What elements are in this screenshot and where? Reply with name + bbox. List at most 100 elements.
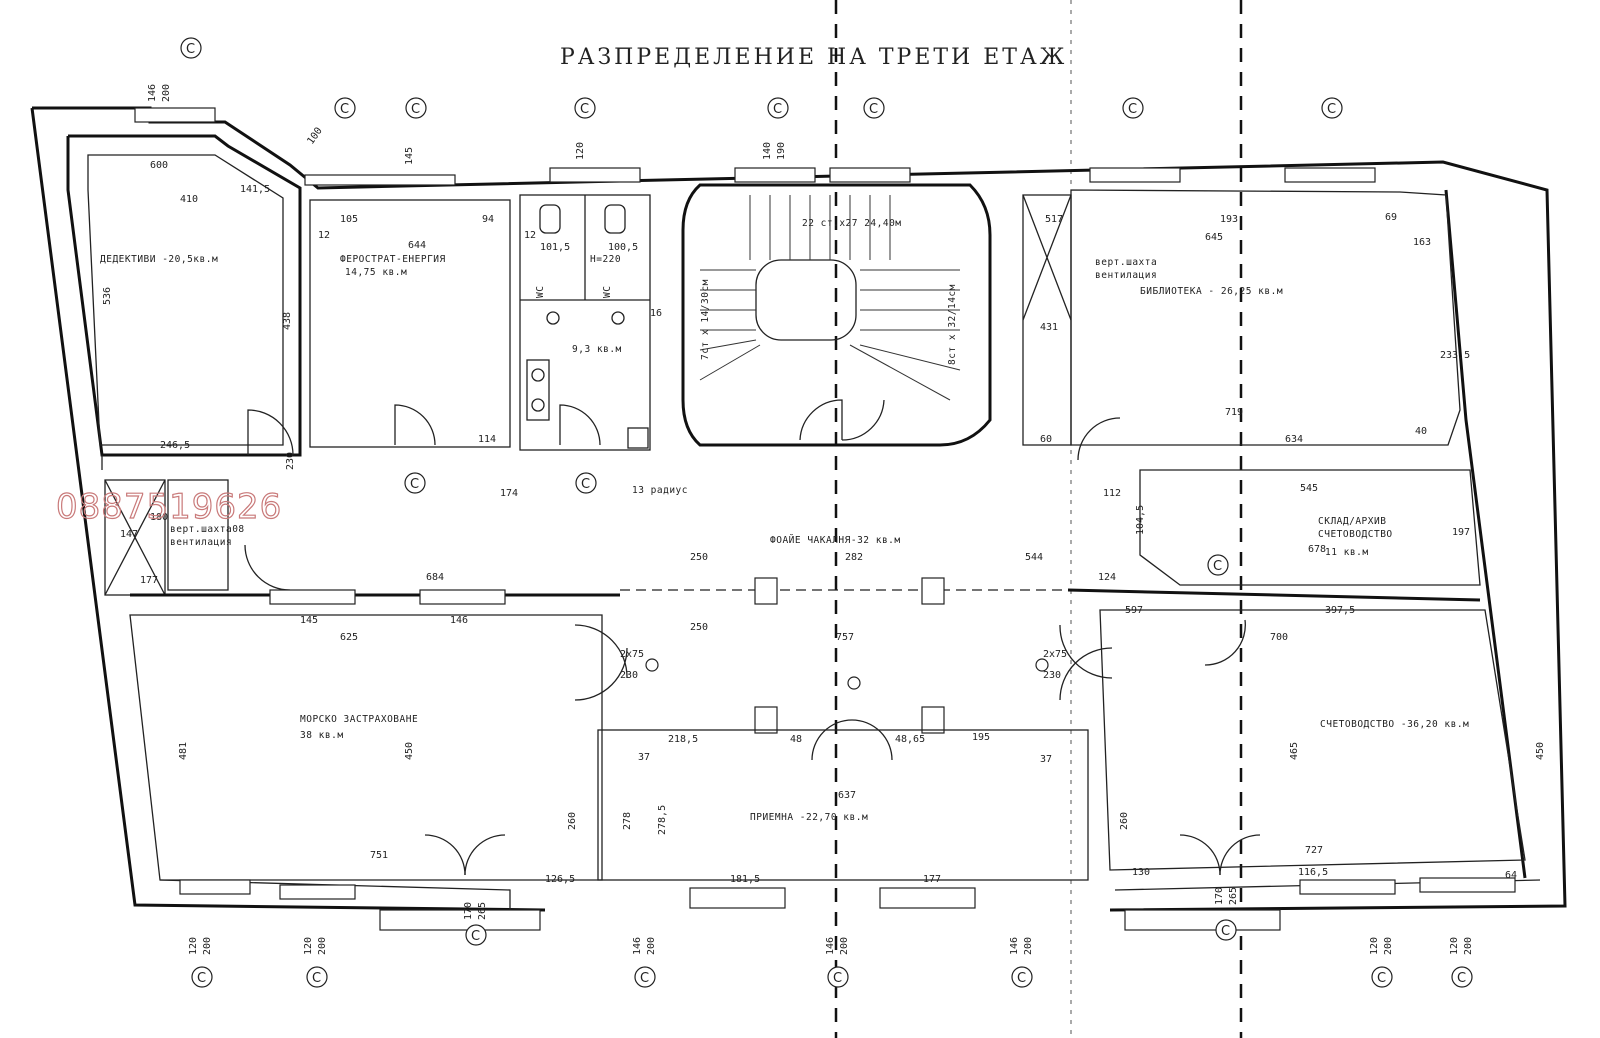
svg-text:450: 450 <box>1535 742 1546 760</box>
door-swings <box>244 399 1261 876</box>
svg-text:верт.шахта: верт.шахта <box>1095 257 1157 268</box>
svg-text:200: 200 <box>161 84 172 102</box>
svg-text:114: 114 <box>478 434 496 445</box>
svg-text:431: 431 <box>1040 322 1058 333</box>
marker-c-icon: C <box>827 966 849 988</box>
svg-text:38 кв.м: 38 кв.м <box>300 730 344 741</box>
svg-text:450: 450 <box>404 742 415 760</box>
svg-text:146: 146 <box>1009 937 1020 955</box>
svg-text:WC: WC <box>602 286 613 298</box>
svg-text:C: C <box>340 102 349 117</box>
svg-text:200: 200 <box>839 937 850 955</box>
dimension-labels: 146 200 100 145 120 140 190 600 410 141,… <box>102 84 1546 955</box>
svg-text:260: 260 <box>1119 812 1130 830</box>
svg-text:147: 147 <box>120 529 138 540</box>
marker-c-icon: C <box>1321 97 1343 119</box>
svg-text:64: 64 <box>1505 870 1517 881</box>
svg-text:200: 200 <box>317 937 328 955</box>
svg-text:145: 145 <box>404 147 415 165</box>
svg-text:250: 250 <box>690 552 708 563</box>
svg-text:181,5: 181,5 <box>730 874 760 885</box>
svg-text:МОРСКО ЗАСТРАХОВАНЕ: МОРСКО ЗАСТРАХОВАНЕ <box>300 714 418 725</box>
svg-text:48: 48 <box>790 734 802 745</box>
svg-text:163: 163 <box>1413 237 1431 248</box>
marker-c-icon: C <box>767 97 789 119</box>
svg-text:124: 124 <box>1098 572 1116 583</box>
room-accounting: СЧЕТОВОДСТВО -36,20 кв.м <box>1099 609 1526 871</box>
marker-c-icon: C <box>1122 97 1144 119</box>
marker-c-icon: C <box>574 97 596 119</box>
svg-text:634: 634 <box>1285 434 1303 445</box>
svg-text:250: 250 <box>690 622 708 633</box>
svg-text:517: 517 <box>1045 214 1063 225</box>
svg-text:597: 597 <box>1125 605 1143 616</box>
svg-text:140: 140 <box>762 142 773 160</box>
svg-text:536: 536 <box>102 287 113 305</box>
svg-text:195: 195 <box>972 732 990 743</box>
svg-text:146: 146 <box>825 937 836 955</box>
svg-text:СКЛАД/АРХИВ: СКЛАД/АРХИВ <box>1318 516 1386 527</box>
svg-text:233,5: 233,5 <box>1440 350 1470 361</box>
svg-text:120: 120 <box>1369 937 1380 955</box>
svg-text:200: 200 <box>1023 937 1034 955</box>
svg-text:200: 200 <box>1383 937 1394 955</box>
pillar-icon <box>847 676 861 690</box>
marker-c-icon: C <box>1215 919 1237 941</box>
svg-text:637: 637 <box>838 790 856 801</box>
svg-text:120: 120 <box>1449 937 1460 955</box>
facade-windows <box>134 107 1516 931</box>
svg-text:751: 751 <box>370 850 388 861</box>
svg-text:C: C <box>869 102 878 117</box>
watermark-phone: 0887519626 <box>56 487 282 527</box>
room-marine-insurance: МОРСКО ЗАСТРАХОВАНЕ 38 кв.м <box>129 614 603 881</box>
svg-text:WC: WC <box>535 286 546 298</box>
svg-text:438: 438 <box>282 312 293 330</box>
svg-text:C: C <box>411 102 420 117</box>
marker-c-icon: C <box>405 97 427 119</box>
marker-c-icon: C <box>180 37 202 59</box>
svg-text:C: C <box>773 102 782 117</box>
plan-title: РАЗПРЕДЕЛЕНИЕ НА ТРЕТИ ЕТАЖ <box>560 45 1067 70</box>
svg-text:C: C <box>1128 102 1137 117</box>
svg-text:C: C <box>312 971 321 986</box>
svg-text:126,5: 126,5 <box>545 874 575 885</box>
svg-text:177: 177 <box>923 874 941 885</box>
svg-text:C: C <box>1457 971 1466 986</box>
svg-text:120: 120 <box>303 937 314 955</box>
svg-text:625: 625 <box>340 632 358 643</box>
svg-text:37: 37 <box>638 752 650 763</box>
svg-text:397,5: 397,5 <box>1325 605 1355 616</box>
shaft-left: верт.шахта08 вентилация 13 радиус <box>104 479 687 596</box>
svg-text:678: 678 <box>1308 544 1326 555</box>
pillar-icon <box>645 658 659 672</box>
svg-text:C: C <box>1377 971 1386 986</box>
svg-text:C: C <box>833 971 842 986</box>
marker-c-icon: C <box>575 472 597 494</box>
marker-c-icon: C <box>863 97 885 119</box>
svg-text:278,5: 278,5 <box>657 805 668 835</box>
svg-text:120: 120 <box>188 937 199 955</box>
svg-text:60: 60 <box>1040 434 1052 445</box>
svg-text:200: 200 <box>202 937 213 955</box>
svg-text:260: 260 <box>567 812 578 830</box>
svg-text:12: 12 <box>318 230 330 241</box>
svg-text:146: 146 <box>450 615 468 626</box>
svg-text:100: 100 <box>305 126 324 147</box>
svg-text:174: 174 <box>500 488 518 499</box>
marker-c-icon: C <box>465 924 487 946</box>
svg-text:130: 130 <box>1132 867 1150 878</box>
marker-c-icon: C <box>1371 966 1393 988</box>
svg-text:40: 40 <box>1415 426 1427 437</box>
svg-text:177: 177 <box>140 575 158 586</box>
svg-text:37: 37 <box>1040 754 1052 765</box>
room-wc: 9,3 кв.м H=220 WC WC <box>519 194 651 451</box>
svg-text:C: C <box>1017 971 1026 986</box>
svg-text:684: 684 <box>426 572 444 583</box>
svg-text:C: C <box>197 971 206 986</box>
svg-text:C: C <box>410 477 419 492</box>
svg-text:141,5: 141,5 <box>240 184 270 195</box>
marker-c-icon: C <box>1011 966 1033 988</box>
pillar-icon <box>1035 658 1049 672</box>
svg-text:H=220: H=220 <box>590 254 621 265</box>
svg-text:600: 600 <box>150 160 168 171</box>
